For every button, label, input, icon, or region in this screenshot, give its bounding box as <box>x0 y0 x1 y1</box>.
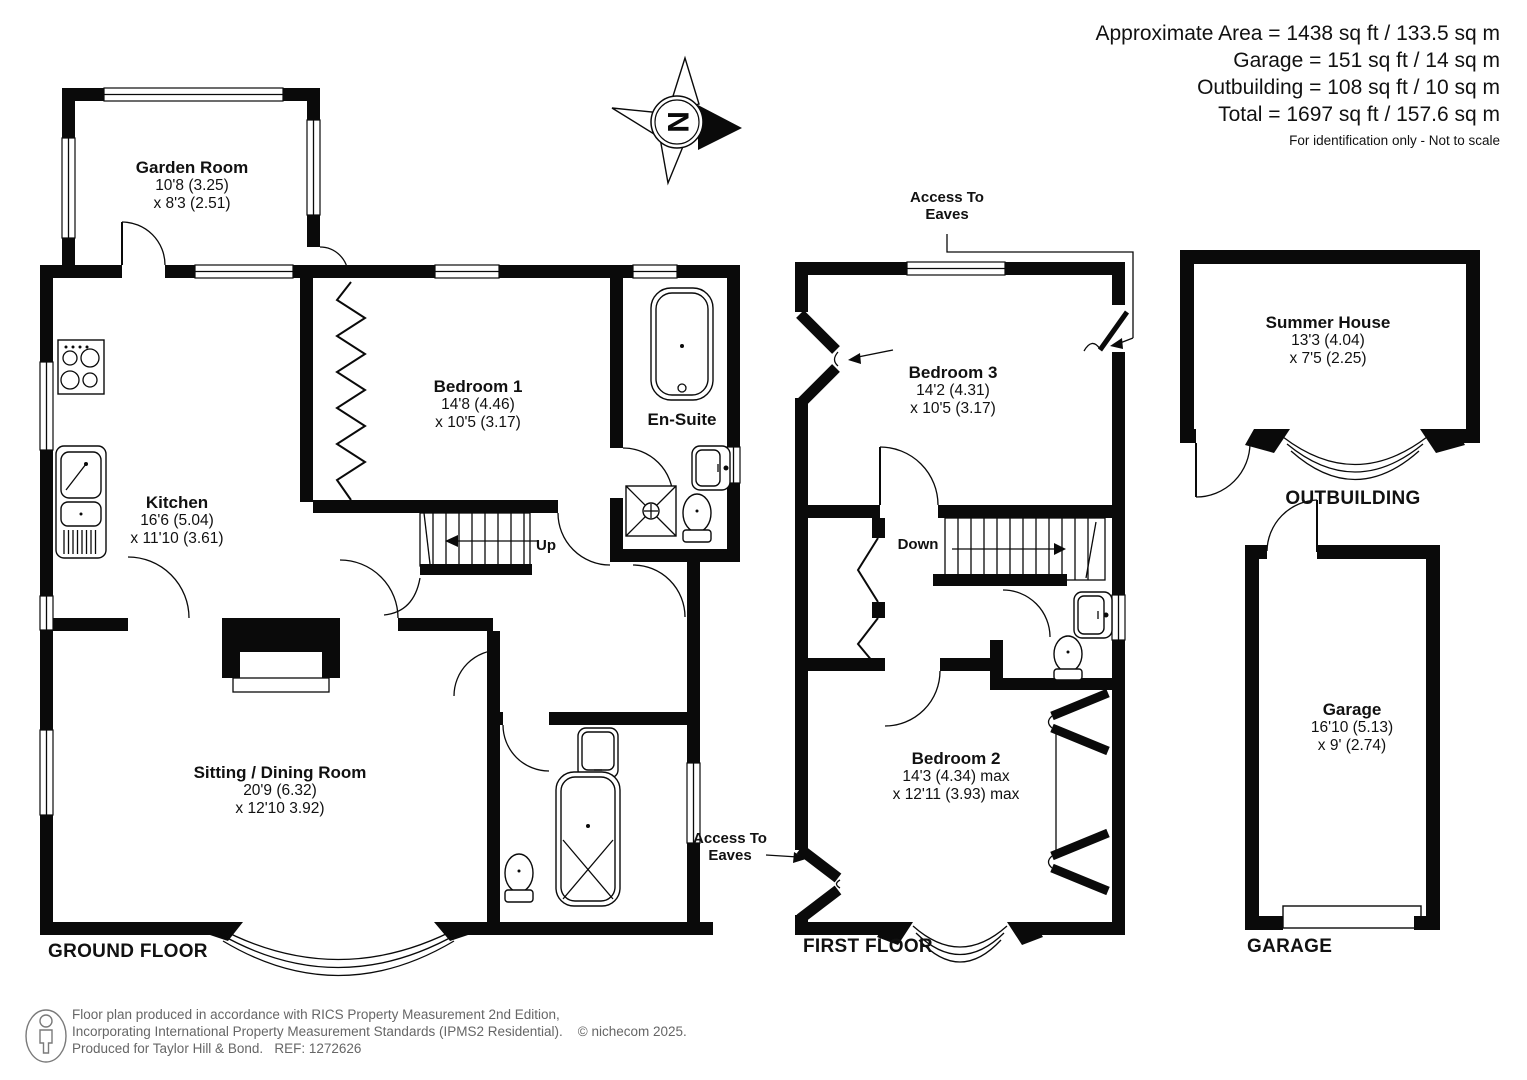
access-to-eaves-bottom-label: Access To Eaves <box>693 830 767 865</box>
room-label-bedroom-1: Bedroom 1 14'8 (4.46) x 10'5 (3.17) <box>433 377 523 432</box>
bifold-doors <box>856 518 885 671</box>
door-arc <box>1266 499 1318 552</box>
door-arc <box>339 559 399 619</box>
access-eaves-connector <box>848 234 1134 364</box>
access-eaves-arrow <box>765 852 806 863</box>
stairs-up <box>383 512 538 616</box>
door-arc <box>1195 442 1251 498</box>
garage-plan <box>1245 499 1440 930</box>
toilet-icon <box>504 853 534 903</box>
bay-window <box>877 922 1043 963</box>
stairs-down-label: Down <box>897 536 939 553</box>
stove-icon <box>57 339 105 395</box>
first-floor-title: FIRST FLOOR <box>803 936 933 957</box>
stairs-down <box>933 517 1106 586</box>
north-arrow <box>698 105 742 150</box>
total-area: Total = 1697 sq ft / 157.6 sq m <box>1218 103 1500 126</box>
door-arc <box>127 556 190 619</box>
eaves-slope <box>796 310 840 408</box>
room-label-en-suite: En-Suite <box>647 410 717 429</box>
scale-disclaimer: For identification only - Not to scale <box>1289 133 1500 148</box>
up-arrow <box>445 535 458 547</box>
eaves-slope <box>796 844 842 924</box>
outbuilding-area: Outbuilding = 108 sq ft / 10 sq m <box>1197 76 1500 99</box>
sink-icon <box>577 727 619 779</box>
shower-icon <box>625 485 677 537</box>
room-label-kitchen: Kitchen 16'6 (5.04) x 11'10 (3.61) <box>130 493 224 548</box>
sink-icon <box>691 445 731 491</box>
toilet-icon <box>1053 635 1083 681</box>
kitchen-sink-icon <box>55 445 107 559</box>
bay-window <box>207 922 471 977</box>
approximate-area: Approximate Area = 1438 sq ft / 133.5 sq… <box>1095 22 1501 45</box>
door-arc <box>879 446 939 506</box>
room-label-sitting-dining: Sitting / Dining Room 20'9 (6.32) x 12'1… <box>193 763 367 818</box>
first-floor-plan <box>765 234 1134 963</box>
access-to-eaves-top-label: Access To Eaves <box>910 189 984 224</box>
door-arc <box>557 512 611 566</box>
garage-title: GARAGE <box>1247 936 1333 957</box>
compass-north-label: N <box>661 111 694 133</box>
area-summary: Approximate Area = 1438 sq ft / 133.5 sq… <box>1096 20 1501 148</box>
footer-line-1: Floor plan produced in accordance with R… <box>72 1007 560 1022</box>
sink-icon <box>1073 591 1113 639</box>
ground-floor-title: GROUND FLOOR <box>48 941 208 962</box>
garage-door <box>1282 905 1422 929</box>
footer-line-3: Produced for Taylor Hill & Bond. REF: 12… <box>72 1041 362 1056</box>
footer-credits: Floor plan produced in accordance with R… <box>72 1006 687 1057</box>
wardrobe-zigzag <box>335 281 367 501</box>
door-arc <box>453 649 501 697</box>
bay-window <box>1282 436 1428 480</box>
room-label-garden-room: Garden Room 10'8 (3.25) x 8'3 (2.51) <box>135 158 249 213</box>
outbuilding-title: OUTBUILDING <box>1285 488 1421 509</box>
stairs-up-label: Up <box>536 537 556 554</box>
door-arc <box>632 564 686 618</box>
eaves-door-leaf <box>1097 310 1130 352</box>
ground-floor-plan <box>39 87 741 977</box>
room-label-bedroom-3: Bedroom 3 14'2 (4.31) x 10'5 (3.17) <box>908 363 998 418</box>
room-label-bedroom-2: Bedroom 2 14'3 (4.34) max x 12'11 (3.93)… <box>892 749 1020 804</box>
door-arc <box>884 670 941 727</box>
room-label-garage: Garage 16'10 (5.13) x 9' (2.74) <box>1310 700 1394 755</box>
down-arrow <box>1054 543 1066 555</box>
door-arc <box>502 724 550 772</box>
door-arc <box>121 221 166 266</box>
eaves-slope <box>1047 688 1110 896</box>
door-arc <box>1002 589 1051 638</box>
person-icon <box>25 1009 67 1063</box>
shower-bath-icon <box>555 771 621 907</box>
outbuilding-plan <box>1180 250 1480 498</box>
room-label-summer-house: Summer House 13'3 (4.04) x 7'5 (2.25) <box>1265 313 1391 368</box>
garage-area: Garage = 151 sq ft / 14 sq m <box>1233 49 1500 72</box>
toilet-icon <box>682 493 712 543</box>
footer-line-2: Incorporating International Property Mea… <box>72 1024 687 1039</box>
bath-icon <box>650 287 714 401</box>
compass-icon <box>611 55 742 186</box>
